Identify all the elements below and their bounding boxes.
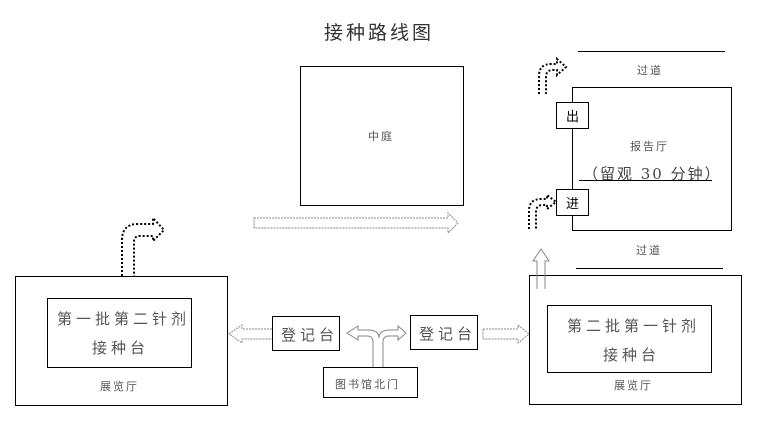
lecture-hall-box	[572, 87, 732, 231]
left-hall-label: 展览厅	[100, 380, 139, 393]
library-north-gate-label: 图书馆北门	[335, 378, 400, 391]
exit-door	[556, 102, 589, 129]
corridor-bottom-line	[576, 268, 723, 269]
courtyard-box	[300, 66, 464, 206]
arrow-split-gate	[346, 324, 407, 367]
library-north-gate-box	[323, 367, 418, 398]
arrow-left-to-left-hall	[228, 324, 272, 344]
lecture-hall-label: 报告厅	[630, 140, 669, 153]
arrow-right-courtyard	[253, 211, 459, 235]
right-hall-label: 展览厅	[614, 379, 653, 392]
registration-left-label: 登记台	[281, 326, 339, 344]
arrow-turn-left-hall	[121, 215, 166, 276]
diagram-title: 接种路线图	[323, 22, 434, 44]
observation-note: （留观 30 分钟）	[583, 165, 722, 183]
corridor-top-line	[578, 51, 725, 52]
left-station-line2: 接种台	[92, 339, 150, 357]
registration-right-label: 登记台	[419, 325, 477, 343]
arrow-right-to-right-hall	[482, 323, 530, 345]
registration-desk-right	[410, 315, 478, 350]
arrow-turn-exit	[538, 56, 568, 94]
exit-label: 出	[566, 110, 580, 125]
left-station-box	[47, 298, 192, 368]
arrow-up-right-hall	[532, 248, 550, 289]
right-station-line1: 第二批第一针剂	[567, 317, 701, 335]
registration-desk-left	[272, 316, 340, 351]
left-station-line1: 第一批第二针剂	[57, 310, 191, 328]
arrow-turn-entry	[528, 192, 558, 229]
right-station-line2: 接种台	[603, 346, 661, 364]
entry-door	[556, 189, 589, 216]
observation-underline	[579, 180, 712, 181]
right-station-box	[547, 305, 712, 373]
entry-label: 进	[566, 197, 580, 212]
corridor-bottom-label: 过道	[636, 244, 662, 257]
courtyard-label: 中庭	[368, 130, 394, 143]
corridor-top-label: 过道	[637, 64, 663, 77]
